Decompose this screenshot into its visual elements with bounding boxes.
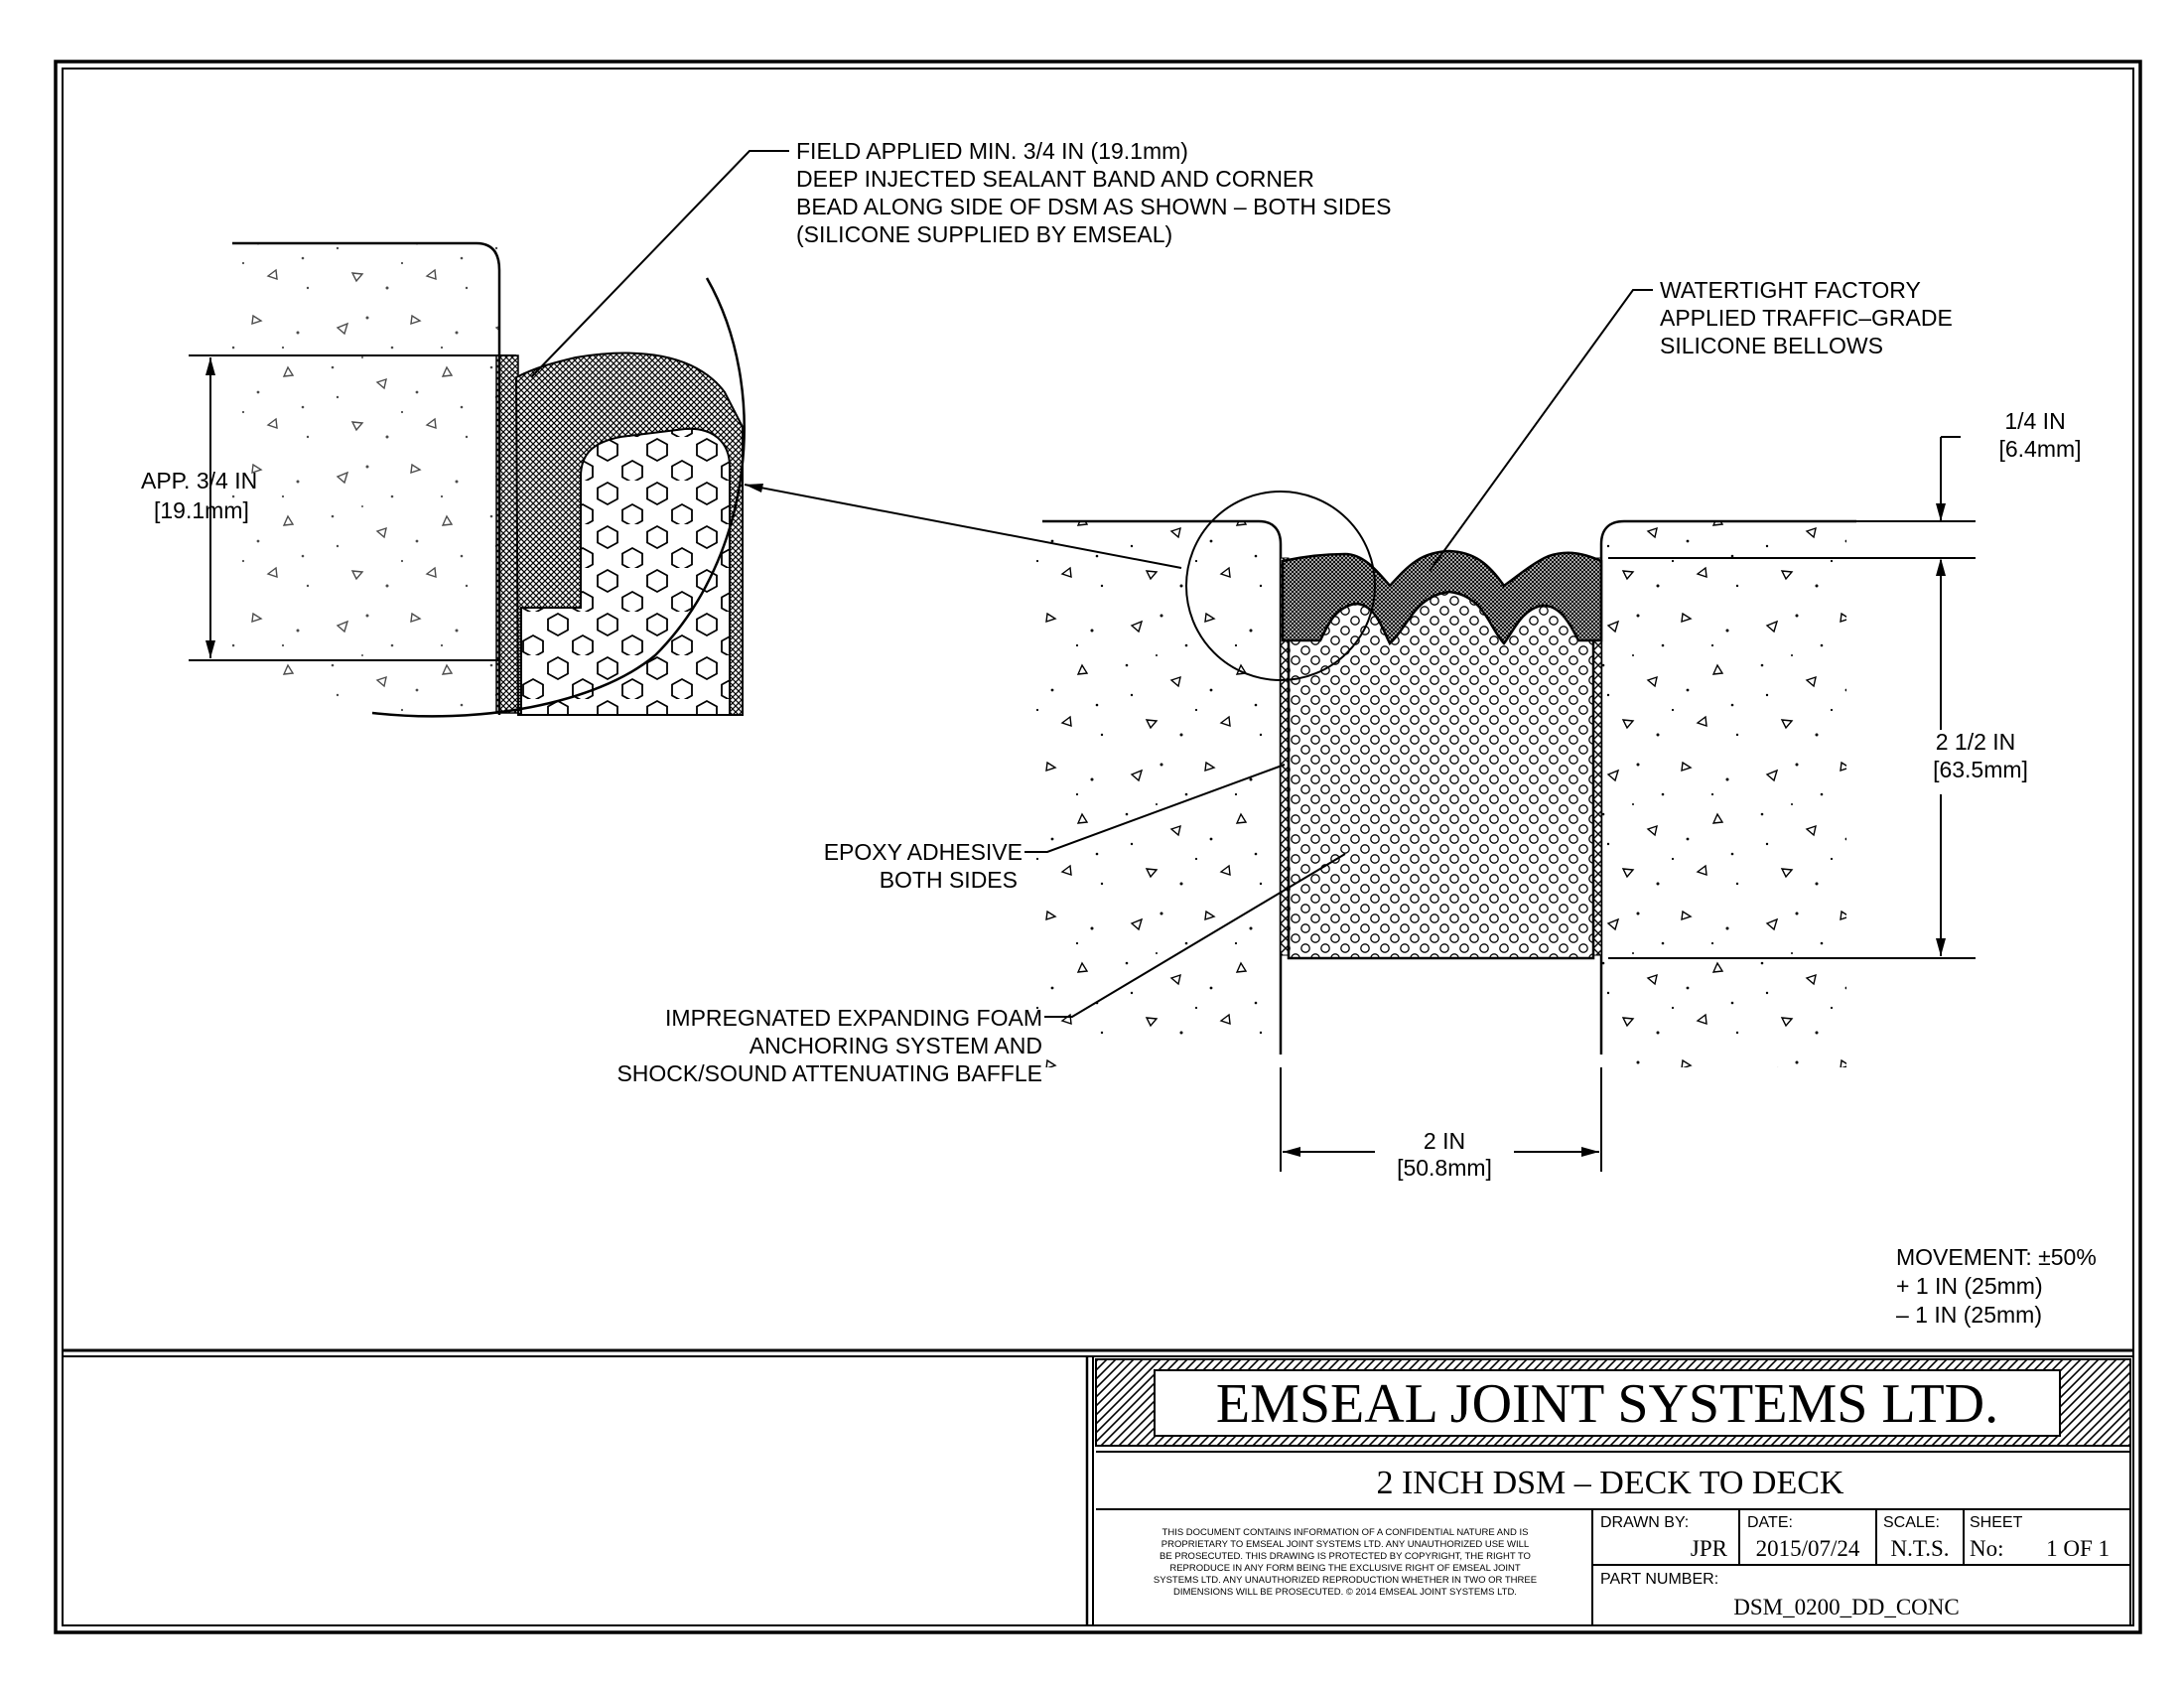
callout-sealant-band: FIELD APPLIED MIN. 3/4 IN (19.1mm) DEEP … <box>796 138 1391 247</box>
bellows-line-3: SILICONE BELLOWS <box>1660 333 1883 358</box>
detail-circle-arc <box>371 277 746 718</box>
left-slab-edge <box>1042 519 1283 1055</box>
depth-dim-label: 2 1/2 IN <box>1936 729 2016 755</box>
title-block: EMSEAL JOINT SYSTEMS LTD. 2 INCH DSM – D… <box>1095 1358 2131 1625</box>
foam-leader <box>1044 853 1346 1018</box>
right-concrete-slab <box>1601 521 1846 1067</box>
detail-foam-fill <box>521 428 730 715</box>
sealant-line-4: (SILICONE SUPPLIED BY EMSEAL) <box>796 221 1172 247</box>
part-number-value: DSM_0200_DD_CONC <box>1733 1595 1959 1619</box>
legal-line-3: BE PROSECUTED. THIS DRAWING IS PROTECTED… <box>1160 1551 1531 1562</box>
recess-dimension <box>1936 436 1961 576</box>
joint-section <box>1032 436 1976 1172</box>
date-value: 2015/07/24 <box>1756 1536 1860 1561</box>
drawn-by-value: JPR <box>1691 1536 1728 1561</box>
detail-pointer-arrow <box>745 484 763 492</box>
callout-epoxy: EPOXY ADHESIVE BOTH SIDES <box>824 839 1023 893</box>
leader-lines <box>530 150 1653 1018</box>
detail-concrete <box>232 243 500 715</box>
movement-line-2: + 1 IN (25mm) <box>1896 1273 2043 1299</box>
date-label: DATE: <box>1747 1514 1793 1531</box>
foam-body <box>1287 582 1595 960</box>
foam-line-2: ANCHORING SYSTEM AND <box>750 1033 1042 1058</box>
part-number-label: PART NUMBER: <box>1600 1571 1718 1588</box>
drawing-frame <box>54 60 2142 1634</box>
recess-dim-metric: [6.4mm] <box>1998 436 2081 462</box>
width-dim-metric: [50.8mm] <box>1397 1155 1492 1181</box>
legal-line-4: REPRODUCE IN ANY FORM BEING THE EXCLUSIV… <box>1169 1563 1521 1574</box>
bellows-line-1: WATERTIGHT FACTORY <box>1660 277 1921 303</box>
legal-notice: THIS DOCUMENT CONTAINS INFORMATION OF A … <box>1154 1527 1537 1598</box>
sealant-line-2: DEEP INJECTED SEALANT BAND AND CORNER <box>796 166 1314 192</box>
legal-line-1: THIS DOCUMENT CONTAINS INFORMATION OF A … <box>1162 1527 1529 1538</box>
detail-depth-dimension <box>205 357 215 658</box>
drawing-title: 2 INCH DSM – DECK TO DECK <box>1376 1465 1843 1501</box>
left-concrete-slab <box>1032 521 1281 1067</box>
bellows-leader <box>1429 289 1653 572</box>
company-name: EMSEAL JOINT SYSTEMS LTD. <box>1216 1373 1998 1435</box>
width-dim-label: 2 IN <box>1424 1128 1465 1154</box>
detail-marker-circle <box>1185 491 1376 681</box>
sheet-no-label: No: <box>1970 1536 2004 1561</box>
movement-line-3: – 1 IN (25mm) <box>1896 1302 2042 1328</box>
callout-foam: IMPREGNATED EXPANDING FOAM ANCHORING SYS… <box>616 1005 1042 1086</box>
movement-note: MOVEMENT: ±50% + 1 IN (25mm) – 1 IN (25m… <box>1896 1244 2097 1328</box>
enlarged-detail: APP. 3/4 IN [19.1mm] <box>141 241 746 718</box>
movement-line-1: MOVEMENT: ±50% <box>1896 1244 2097 1270</box>
sheet-no-value: 1 OF 1 <box>2046 1536 2110 1561</box>
detail-depth-metric: [19.1mm] <box>154 497 249 523</box>
silicone-bellows <box>1281 549 1603 646</box>
bellows-line-2: APPLIED TRAFFIC–GRADE <box>1660 305 1953 331</box>
sealant-leader <box>530 150 789 378</box>
sealant-line-1: FIELD APPLIED MIN. 3/4 IN (19.1mm) <box>796 138 1188 164</box>
legal-line-2: PROPRIETARY TO EMSEAL JOINT SYSTEMS LTD.… <box>1161 1539 1529 1550</box>
foam-line-3: SHOCK/SOUND ATTENUATING BAFFLE <box>616 1060 1042 1086</box>
drawn-by-label: DRAWN BY: <box>1600 1514 1689 1531</box>
detail-pointer-leader <box>744 484 1182 569</box>
epoxy-line-1: EPOXY ADHESIVE <box>824 839 1023 865</box>
scale-label: SCALE: <box>1883 1514 1940 1531</box>
sheet-label: SHEET <box>1970 1514 2023 1531</box>
recess-dim-label: 1/4 IN <box>2004 408 2065 434</box>
detail-slab-edge <box>232 241 501 715</box>
legal-line-5: SYSTEMS LTD. ANY UNAUTHORIZED REPRODUCTI… <box>1154 1575 1537 1586</box>
epoxy-line-2: BOTH SIDES <box>880 867 1018 893</box>
callout-bellows: WATERTIGHT FACTORY APPLIED TRAFFIC–GRADE… <box>1660 277 1953 358</box>
depth-dim-metric: [63.5mm] <box>1933 757 2028 782</box>
sealant-line-3: BEAD ALONG SIDE OF DSM AS SHOWN – BOTH S… <box>796 194 1391 219</box>
width-dimension <box>1283 1147 1599 1157</box>
depth-dimension <box>1936 560 1946 956</box>
epoxy-leader <box>1024 764 1286 853</box>
legal-line-6: DIMENSIONS WILL BE PROSECUTED. © 2014 EM… <box>1173 1587 1517 1598</box>
detail-depth-label: APP. 3/4 IN <box>141 468 257 493</box>
right-slab-edge <box>1599 519 1856 1055</box>
foam-line-1: IMPREGNATED EXPANDING FOAM <box>665 1005 1042 1031</box>
scale-value: N.T.S. <box>1891 1536 1950 1561</box>
